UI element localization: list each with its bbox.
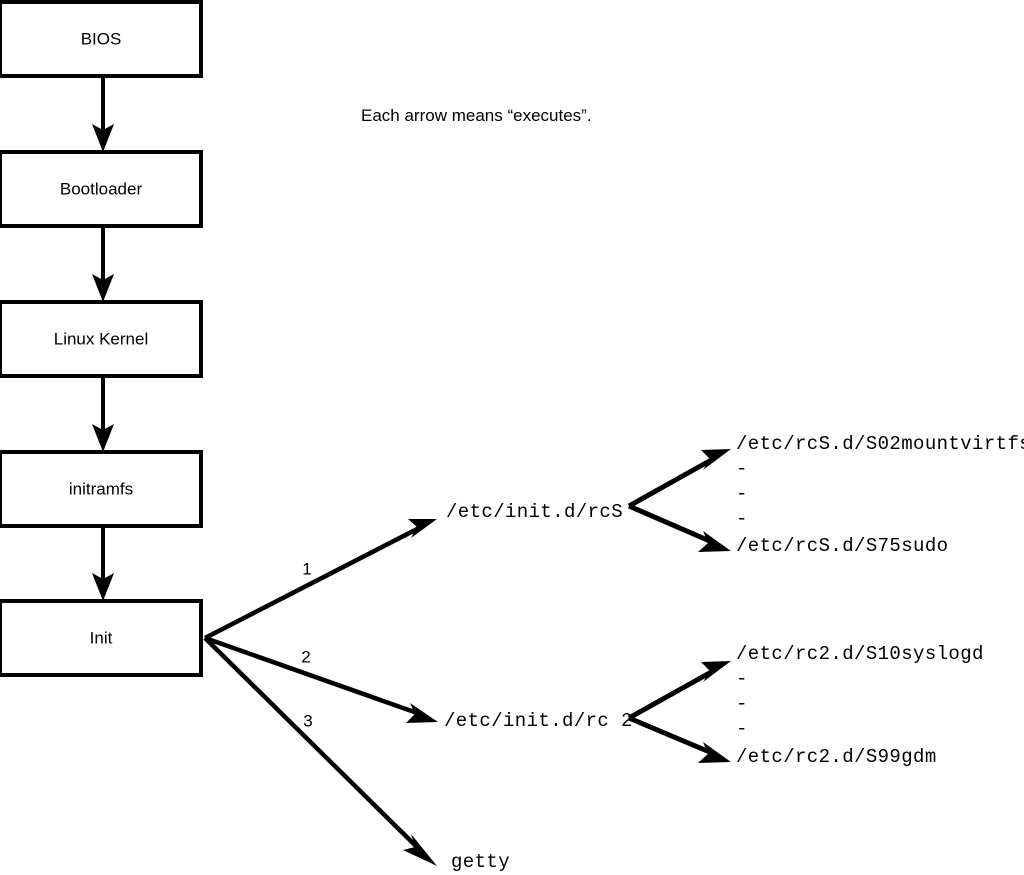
- getty-label[interactable]: getty: [451, 851, 510, 873]
- node-bootloader[interactable]: Bootloader: [0, 150, 203, 228]
- arrowhead-upright-icon: [408, 519, 437, 538]
- node-initramfs[interactable]: initramfs: [0, 450, 203, 528]
- rcS-script-label[interactable]: /etc/init.d/rcS: [446, 501, 623, 523]
- arrowhead-down-icon: [92, 424, 114, 452]
- bios-label: BIOS: [81, 29, 122, 48]
- initramfs-label: initramfs: [69, 479, 133, 498]
- initramfs-box[interactable]: [0, 450, 203, 528]
- bootloader-box[interactable]: [0, 150, 203, 228]
- rcS-ellipsis-dash-2: -: [736, 483, 747, 505]
- node-bios[interactable]: BIOS: [0, 0, 203, 78]
- branch-rcS-to-last: [628, 503, 731, 552]
- arrow-bios-to-bootloader: [92, 76, 114, 152]
- arrow-init-to-rc2: 2: [204, 635, 438, 723]
- rcS-first-script-label[interactable]: /etc/rcS.d/S02mountvirtfs: [736, 433, 1024, 455]
- arrowhead-downright-icon: [403, 834, 437, 866]
- rcS-last-script-label[interactable]: /etc/rcS.d/S75sudo: [736, 535, 948, 557]
- legend-note: Each arrow means “executes”.: [361, 106, 592, 125]
- arrowhead-downright-icon: [698, 742, 731, 763]
- arrowhead-downright-icon: [698, 531, 731, 552]
- arrow-kernel-to-initramfs: [92, 376, 114, 452]
- rc2-ellipsis-dash-3: -: [736, 718, 747, 740]
- arrowhead-down-icon: [92, 573, 114, 601]
- node-linux-kernel[interactable]: Linux Kernel: [0, 300, 203, 378]
- arrowhead-down-icon: [92, 124, 114, 152]
- arrowhead-downright-icon: [406, 703, 438, 723]
- edge-number-2: 2: [301, 647, 310, 666]
- arrow-bootloader-to-kernel: [92, 226, 114, 302]
- arrowhead-upright-icon: [701, 661, 731, 682]
- node-init[interactable]: Init: [0, 599, 203, 677]
- init-box[interactable]: [0, 599, 203, 677]
- rc2-ellipsis-dash-2: -: [736, 693, 747, 715]
- branch-rc2-to-first: [627, 661, 731, 721]
- rc2-script-label[interactable]: /etc/init.d/rc 2: [444, 710, 633, 732]
- branch-rcS-to-first: [627, 449, 731, 509]
- linux-kernel-label: Linux Kernel: [54, 329, 149, 348]
- rcS-ellipsis-dash-3: -: [736, 508, 747, 530]
- bootloader-label: Bootloader: [60, 179, 143, 198]
- arrowhead-down-icon: [92, 274, 114, 302]
- rc2-last-script-label[interactable]: /etc/rc2.d/S99gdm: [736, 746, 937, 768]
- arrow-initramfs-to-init: [92, 526, 114, 601]
- arrow-init-to-rcS: 1: [203, 519, 437, 641]
- rc2-ellipsis-dash-1: -: [736, 668, 747, 690]
- bios-box[interactable]: [0, 0, 203, 78]
- arrow-init-to-getty: 3: [203, 636, 437, 866]
- rcS-ellipsis-dash-1: -: [736, 458, 747, 480]
- init-label: Init: [90, 628, 113, 647]
- linux-kernel-box[interactable]: [0, 300, 203, 378]
- edge-number-3: 3: [303, 711, 312, 730]
- rc2-first-script-label[interactable]: /etc/rc2.d/S10syslogd: [736, 643, 984, 665]
- edge-number-1: 1: [302, 559, 311, 578]
- arrowhead-upright-icon: [701, 449, 731, 470]
- branch-rc2-to-last: [628, 715, 731, 763]
